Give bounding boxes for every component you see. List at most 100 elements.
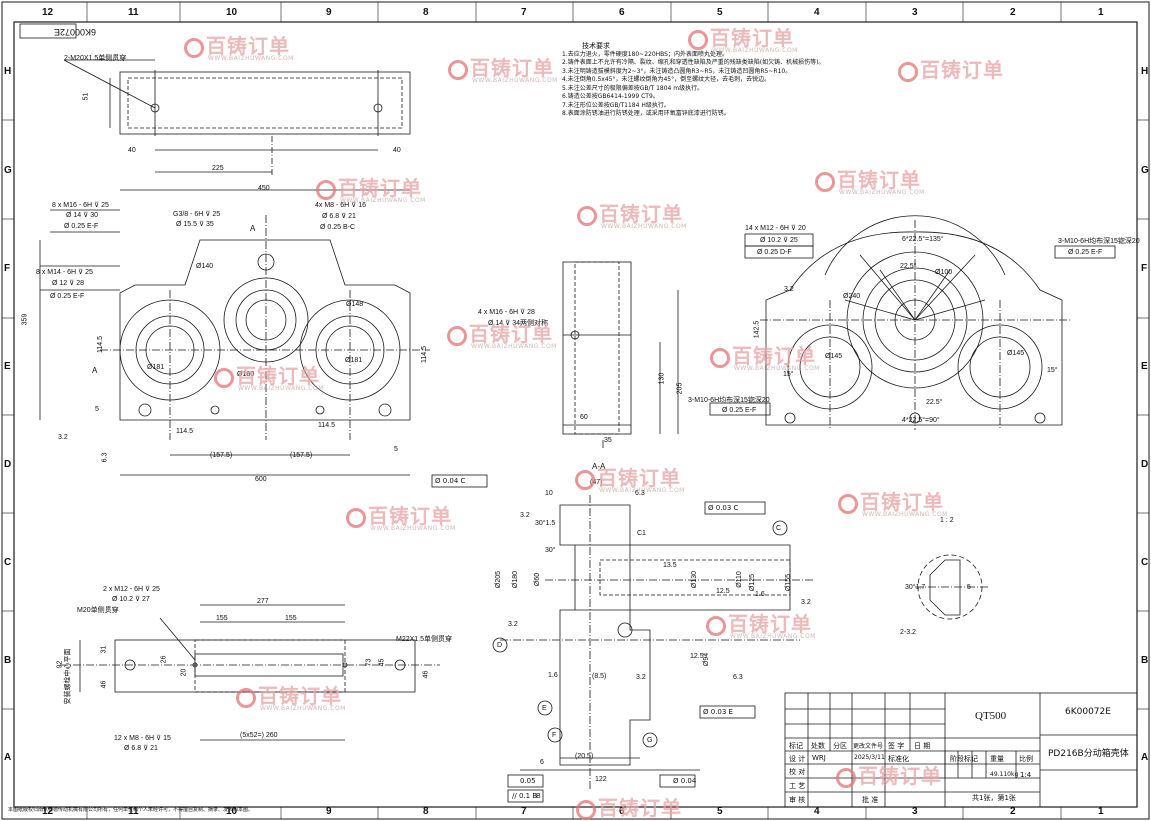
- row-label-e-right: E: [1141, 361, 1148, 372]
- col-label-bottom-4: 4: [814, 806, 820, 817]
- tb-col-zone: 分区: [833, 742, 847, 750]
- right-dim-1425: 142.5: [753, 320, 761, 339]
- detail-view: [915, 554, 990, 620]
- bottom-callout-m20: M20单侧贯穿: [77, 607, 119, 614]
- watermark: 百铸订单: [576, 792, 682, 821]
- top-dim-51: 51: [82, 92, 90, 101]
- bottom-dim-45: 45: [378, 658, 386, 667]
- watermark-logo-icon: [836, 767, 856, 788]
- row-label-c: C: [4, 557, 12, 568]
- watermark-logo-icon: [316, 179, 336, 200]
- bottom-callout-m12: 2 x M12 - 6H ⊽ 25: [103, 586, 160, 593]
- col-label-bottom-9: 9: [326, 806, 332, 817]
- tech-req-item: 7.未注形位公差按GB/T1184 H级执行。: [562, 101, 670, 109]
- tech-requirements: 技术要求 1.去应力退火，零件硬度180~220HBS；内外表面喷丸处理。 2.…: [562, 42, 824, 119]
- tb-weight: 49.110kg: [990, 771, 1019, 778]
- front-dim-1145-bottom-left: 114.5: [176, 428, 193, 435]
- tb-weight-label: 重量: [990, 755, 1004, 763]
- section-dim-6: 6: [540, 759, 544, 766]
- datum-g: G: [647, 737, 653, 744]
- footer-copyright: 本图纸版权归南京德德传动机械有限公司所有，任何单位和个人未经许可，不得擅自复制、…: [8, 807, 254, 813]
- top-dim-40-left: 40: [128, 147, 136, 154]
- front-circle-d181-right: Ø181: [345, 357, 363, 364]
- right-circle-d145-right: Ø145: [1007, 350, 1025, 357]
- watermark-logo-icon: [688, 29, 708, 50]
- datum-c: C: [776, 525, 782, 532]
- front-circle-d148: Ø148: [346, 301, 364, 308]
- side-callout-m16: 4 x M16 - 6H ⊽ 28: [478, 309, 535, 316]
- col-label-bottom-3: 3: [912, 806, 918, 817]
- section-dia-110: Ø110: [735, 571, 743, 588]
- tb-process-label: 工 艺: [789, 782, 806, 790]
- section-dia-60: Ø60: [534, 572, 542, 587]
- row-label-h-right: H: [1141, 66, 1149, 77]
- section-dim-16: 1.6: [755, 591, 765, 598]
- front-dim-5-right: 5: [394, 446, 398, 453]
- bottom-dim-26: 26: [160, 655, 168, 664]
- section-dim-30-15: 30°1.5: [535, 520, 556, 527]
- col-label-bottom-5: 5: [717, 806, 723, 817]
- section-dia-125: Ø125: [749, 573, 757, 592]
- front-dim-359: 359: [21, 313, 29, 326]
- section-dim-32-low: 3.2: [636, 674, 646, 681]
- col-label-9: 9: [326, 7, 332, 18]
- tb-date: 2025/3/11: [854, 754, 885, 761]
- bottom-side-text: 安装螺栓中心平面: [64, 648, 72, 705]
- section-dim-32-right: 3.2: [801, 599, 811, 606]
- section-dia-130: Ø130: [691, 570, 699, 589]
- right-callout-m10-left: 3-M10-6H均布深15锪深20: [688, 397, 770, 404]
- front-dim-1145-left: 114.5: [97, 336, 104, 353]
- right-circle-d240: Ø240: [843, 293, 861, 300]
- section-dim-63: 6.3: [635, 490, 645, 497]
- watermark-logo-icon: [898, 61, 918, 82]
- row-label-a-right: A: [1141, 752, 1149, 763]
- detail-dim-5: 5: [967, 584, 971, 591]
- front-section-label-a-top: A: [250, 224, 256, 233]
- row-label-b: B: [4, 655, 12, 666]
- right-angle-225-b: 22.5°: [926, 399, 943, 406]
- tb-col-date: 日 期: [914, 742, 931, 750]
- side-dim-130: 130: [658, 372, 666, 385]
- watermark-logo-icon: [815, 171, 835, 192]
- right-angle-15-right: 15°: [1047, 367, 1058, 374]
- section-dim-125-a: 12.5: [716, 588, 730, 595]
- tech-req-item: 5.未注公差尺寸的极限偏差按GB/T 1804 m级执行。: [562, 84, 704, 92]
- bottom-dim-155-left: 155: [216, 615, 228, 622]
- col-label-2: 2: [1010, 7, 1016, 18]
- section-dim-30: 30°: [545, 547, 556, 554]
- col-label-bottom-10: 10: [226, 806, 238, 817]
- tech-req-item: 2.铸件表面上不允许有冷隔、裂纹、缩孔和穿透性缺陷及严重的残缺类缺陷(如欠铸、机…: [562, 59, 825, 66]
- bottom-dim-155-right: 155: [285, 615, 297, 622]
- bottom-callout-d68: Ø 6.8 ⊽ 21: [124, 745, 158, 752]
- title-block: [784, 692, 1138, 808]
- front-dim-1575-right: (157.5): [290, 452, 313, 459]
- front-callout-pos1: Ø 0.25 E-F: [64, 223, 99, 230]
- bottom-dim-73: 73: [365, 658, 373, 667]
- tb-check-label: 校 对: [789, 768, 806, 776]
- right-callout-m12: 14 x M12 - 6H ⊽ 20: [745, 225, 806, 232]
- section-dim-125-b: 12.5: [690, 653, 704, 660]
- section-dia-180: Ø180: [512, 570, 520, 589]
- detail-dim-angle: 30°1.7: [905, 584, 926, 591]
- tech-req-item: 1.去应力退火，零件硬度180~220HBS；内外表面喷丸处理。: [562, 50, 728, 58]
- top-view: [63, 59, 411, 191]
- side-dim-205: 205: [676, 382, 684, 395]
- front-dim-5-left: 5: [95, 406, 99, 413]
- col-label-3: 3: [912, 7, 918, 18]
- col-label-5: 5: [717, 7, 723, 18]
- col-label-bottom-7: 7: [521, 806, 527, 817]
- tb-part-name: PD216B分动箱壳体: [1048, 749, 1129, 759]
- col-label-bottom-1: 1: [1098, 806, 1104, 817]
- top-dim-40-right: 40: [393, 147, 401, 154]
- tech-req-title: 技术要求: [582, 42, 610, 50]
- watermark-logo-icon: [184, 37, 204, 58]
- front-roughness-32: 3.2: [58, 434, 68, 441]
- right-callout-pos2: Ø 0.25 E-F: [1068, 249, 1103, 256]
- row-label-f-right: F: [1141, 263, 1148, 274]
- col-label-10: 10: [226, 7, 238, 18]
